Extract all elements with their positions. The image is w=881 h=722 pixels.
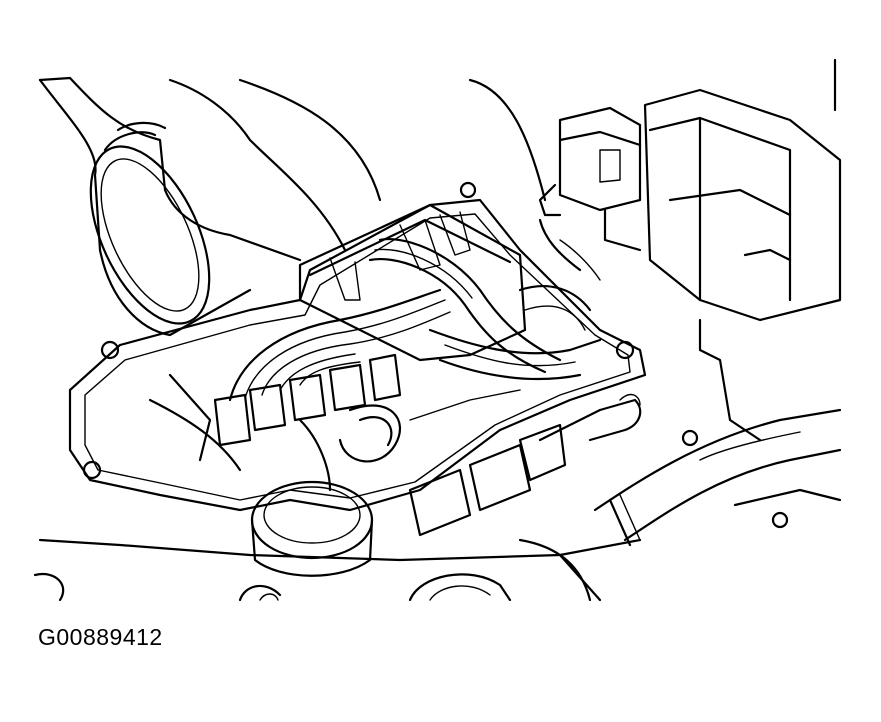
reservoir-cap (250, 480, 374, 577)
connector-block (213, 203, 567, 537)
figure-id-label: G00889412 (38, 624, 163, 650)
relay-box (468, 78, 842, 442)
bottom-details (33, 58, 837, 602)
wiring-harness (228, 218, 602, 421)
coolant-hose (593, 408, 842, 547)
engine-bay-diagram (33, 58, 842, 603)
intake-duct (38, 76, 382, 337)
